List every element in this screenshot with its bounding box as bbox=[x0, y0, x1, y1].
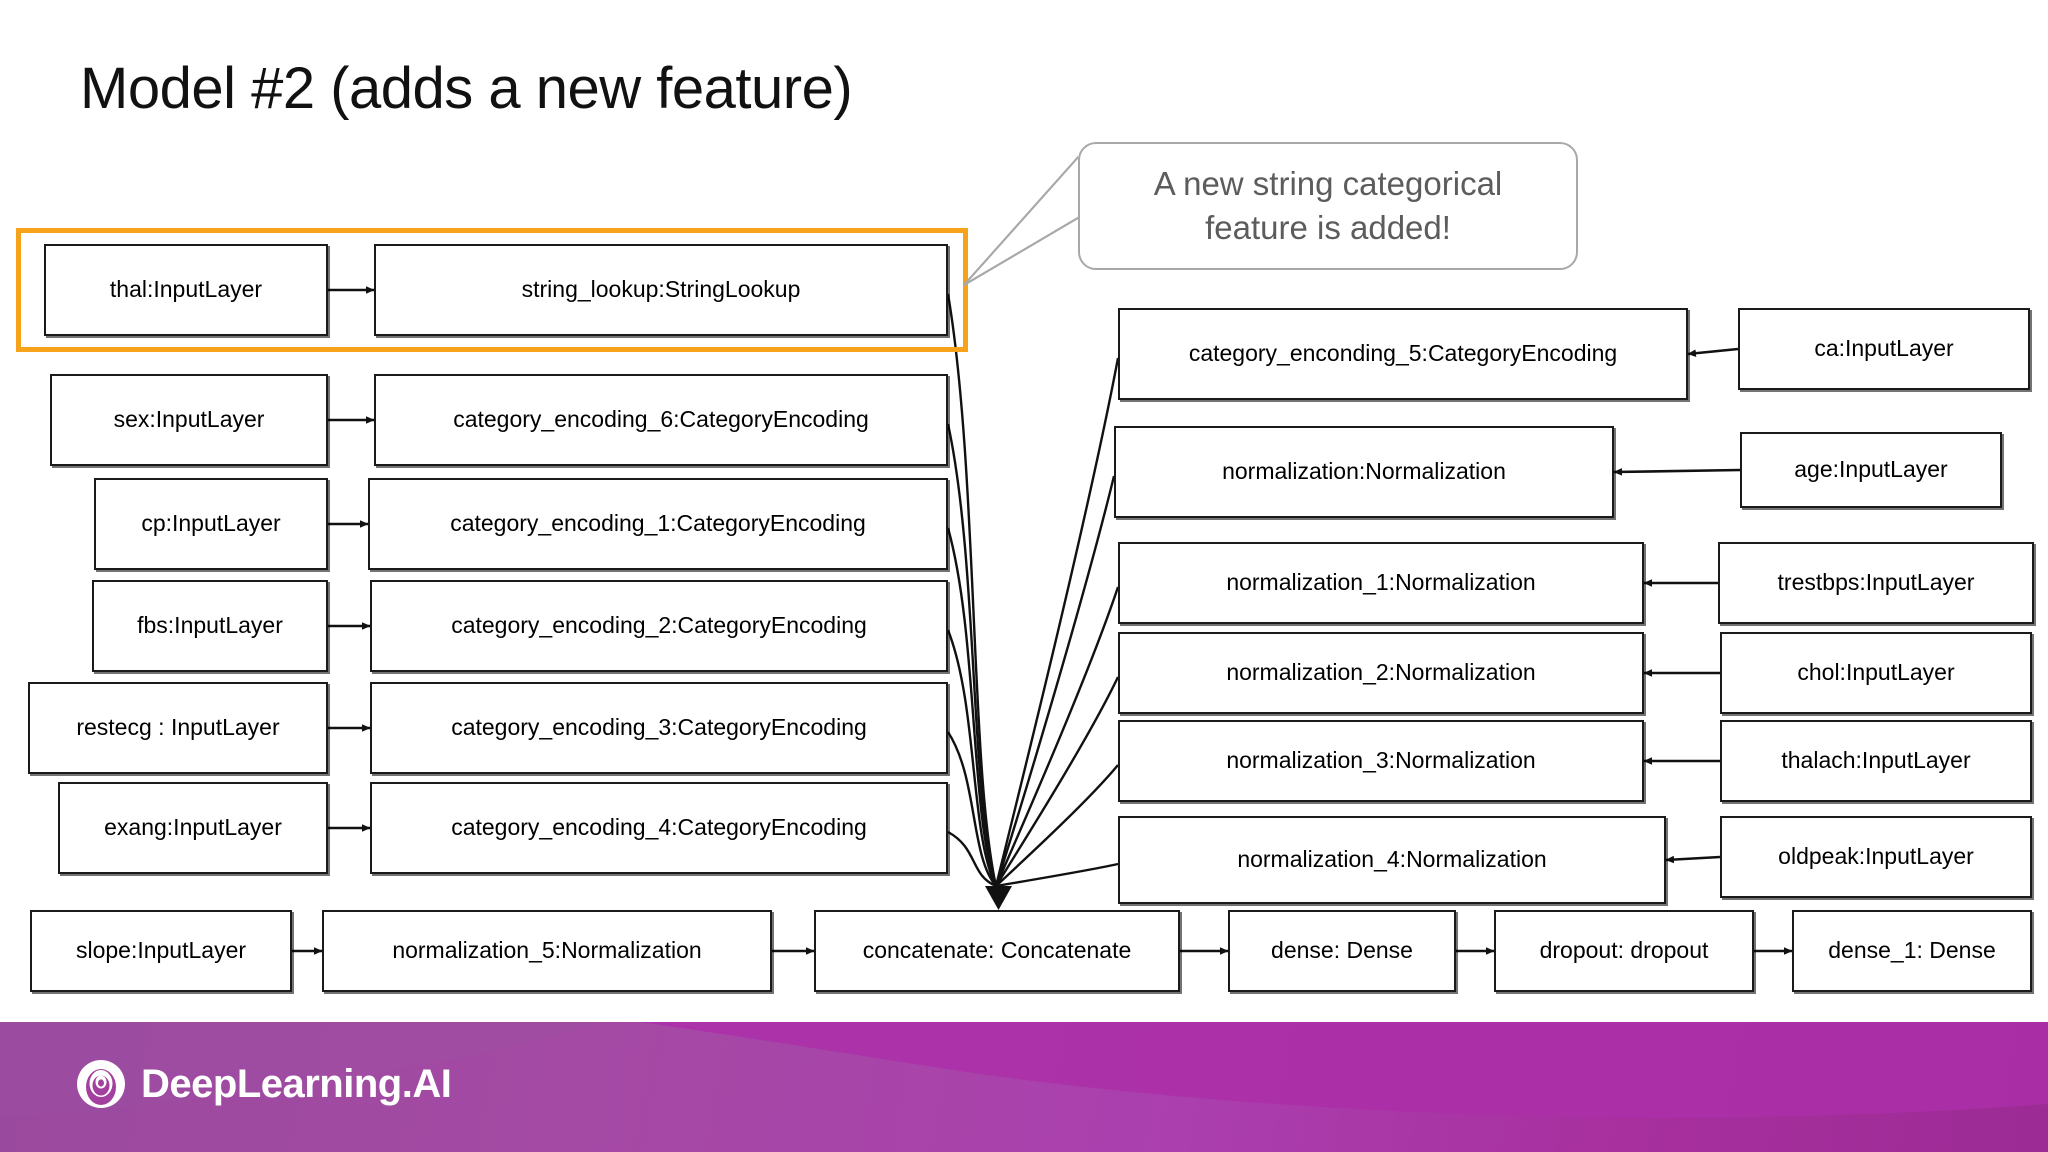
graph-node-label: slope:InputLayer bbox=[75, 937, 247, 964]
graph-node-label: category_encoding_4:CategoryEncoding bbox=[451, 814, 867, 841]
graph-node-cat-enc-5[interactable]: category_enconding_5:CategoryEncoding bbox=[1118, 308, 1688, 400]
graph-node-cat-enc-4[interactable]: category_encoding_4:CategoryEncoding bbox=[370, 782, 948, 874]
new-feature-highlight bbox=[16, 228, 968, 352]
edge-age_input-to-normalization bbox=[1613, 468, 1741, 476]
graph-node-thalach-input[interactable]: thalach:InputLayer bbox=[1720, 720, 2032, 802]
graph-node-label: sex:InputLayer bbox=[113, 406, 265, 433]
edge-normalization_3-to-concatenate bbox=[995, 764, 1119, 887]
graph-node-label: normalization_5:Normalization bbox=[392, 937, 702, 964]
graph-node-cat-enc-3[interactable]: category_encoding_3:CategoryEncoding bbox=[370, 682, 948, 774]
edge-normalization-to-concatenate bbox=[994, 475, 1116, 887]
spiral-logo-icon bbox=[77, 1060, 125, 1108]
edge-cat_enc_2-to-concatenate bbox=[946, 629, 998, 887]
graph-node-cat-enc-6[interactable]: category_encoding_6:CategoryEncoding bbox=[374, 374, 948, 466]
graph-node-cp-input[interactable]: cp:InputLayer bbox=[94, 478, 328, 570]
edge-cat_enc_6-to-concatenate bbox=[946, 423, 998, 887]
graph-node-slope-input[interactable]: slope:InputLayer bbox=[30, 910, 292, 992]
graph-node-label: ca:InputLayer bbox=[1814, 335, 1954, 362]
edge-normalization_2-to-concatenate bbox=[994, 676, 1120, 887]
graph-node-fbs-input[interactable]: fbs:InputLayer bbox=[92, 580, 328, 672]
graph-node-label: dense: Dense bbox=[1271, 937, 1413, 964]
graph-node-trestbps-input[interactable]: trestbps:InputLayer bbox=[1718, 542, 2034, 624]
graph-node-cat-enc-2[interactable]: category_encoding_2:CategoryEncoding bbox=[370, 580, 948, 672]
graph-node-normalization-2[interactable]: normalization_2:Normalization bbox=[1118, 632, 1644, 714]
edge-cat_enc_3-to-concatenate bbox=[946, 731, 997, 887]
graph-node-label: chol:InputLayer bbox=[1797, 659, 1955, 686]
graph-node-label: cp:InputLayer bbox=[141, 510, 281, 537]
graph-node-label: normalization_2:Normalization bbox=[1226, 659, 1536, 686]
graph-node-label: restecg : InputLayer bbox=[76, 714, 280, 741]
graph-node-sex-input[interactable]: sex:InputLayer bbox=[50, 374, 328, 466]
graph-node-label: string_lookup:StringLookup bbox=[521, 276, 801, 303]
graph-node-label: normalization_3:Normalization bbox=[1226, 747, 1536, 774]
edge-cat_enc_5-to-concatenate bbox=[994, 357, 1120, 887]
graph-node-oldpeak-input[interactable]: oldpeak:InputLayer bbox=[1720, 816, 2032, 898]
graph-node-dropout[interactable]: dropout: dropout bbox=[1494, 910, 1754, 992]
graph-node-label: category_encoding_6:CategoryEncoding bbox=[453, 406, 869, 433]
edge-cat_enc_4-to-concatenate bbox=[947, 830, 997, 888]
graph-node-label: category_encoding_2:CategoryEncoding bbox=[451, 612, 867, 639]
edge-oldpeak_input-to-normalization_4 bbox=[1665, 855, 1721, 864]
graph-node-dense-1[interactable]: dense_1: Dense bbox=[1792, 910, 2032, 992]
graph-node-normalization-5[interactable]: normalization_5:Normalization bbox=[322, 910, 772, 992]
graph-node-label: thalach:InputLayer bbox=[1781, 747, 1971, 774]
graph-node-ca-input[interactable]: ca:InputLayer bbox=[1738, 308, 2030, 390]
graph-node-label: dense_1: Dense bbox=[1828, 937, 1996, 964]
model-graph: thal:InputLayer string_lookup:StringLooku… bbox=[16, 142, 2034, 992]
graph-node-label: normalization:Normalization bbox=[1222, 458, 1506, 485]
graph-node-label: category_encoding_1:CategoryEncoding bbox=[450, 510, 866, 537]
graph-node-cat-enc-1[interactable]: category_encoding_1:CategoryEncoding bbox=[368, 478, 948, 570]
graph-node-label: trestbps:InputLayer bbox=[1777, 569, 1975, 596]
graph-node-thal-input[interactable]: thal:InputLayer bbox=[44, 244, 328, 336]
graph-node-label: exang:InputLayer bbox=[104, 814, 282, 841]
graph-node-restecg-input[interactable]: restecg : InputLayer bbox=[28, 682, 328, 774]
edge-normalization_4-to-concatenate bbox=[995, 862, 1119, 888]
graph-node-concatenate[interactable]: concatenate: Concatenate bbox=[814, 910, 1180, 992]
graph-node-normalization-4[interactable]: normalization_4:Normalization bbox=[1118, 816, 1666, 904]
graph-node-normalization[interactable]: normalization:Normalization bbox=[1114, 426, 1614, 518]
callout-text: A new string categorical feature is adde… bbox=[1153, 165, 1503, 246]
graph-node-normalization-1[interactable]: normalization_1:Normalization bbox=[1118, 542, 1644, 624]
page-title: Model #2 (adds a new feature) bbox=[80, 56, 853, 121]
edge-string_lookup-to-concatenate bbox=[946, 293, 998, 887]
edge-ca_input-to-cat_enc_5 bbox=[1687, 347, 1739, 357]
graph-node-label: age:InputLayer bbox=[1794, 456, 1948, 483]
brand-lockup: DeepLearning.AI bbox=[75, 1058, 452, 1110]
graph-node-label: normalization_1:Normalization bbox=[1226, 569, 1536, 596]
edge-normalization_1-to-concatenate bbox=[994, 586, 1120, 887]
graph-node-label: concatenate: Concatenate bbox=[862, 937, 1132, 964]
brand-name: DeepLearning.AI bbox=[141, 1061, 452, 1106]
footer-swoosh-shape bbox=[0, 1022, 2048, 1118]
graph-node-label: category_encoding_3:CategoryEncoding bbox=[451, 714, 867, 741]
graph-node-label: dropout: dropout bbox=[1539, 937, 1709, 964]
graph-node-label: thal:InputLayer bbox=[109, 276, 263, 303]
curved-edge-group bbox=[946, 293, 1120, 888]
graph-node-normalization-3[interactable]: normalization_3:Normalization bbox=[1118, 720, 1644, 802]
graph-node-age-input[interactable]: age:InputLayer bbox=[1740, 432, 2002, 508]
graph-node-label: fbs:InputLayer bbox=[137, 612, 283, 639]
callout-bubble: A new string categorical feature is adde… bbox=[1078, 142, 1578, 270]
graph-node-label: category_enconding_5:CategoryEncoding bbox=[1188, 340, 1618, 367]
footer-bar: DeepLearning.AI bbox=[0, 1022, 2048, 1152]
edge-cat_enc_1-to-concatenate bbox=[946, 527, 998, 887]
graph-node-string-lookup[interactable]: string_lookup:StringLookup bbox=[374, 244, 948, 336]
graph-node-dense[interactable]: dense: Dense bbox=[1228, 910, 1456, 992]
graph-node-label: oldpeak:InputLayer bbox=[1778, 843, 1974, 870]
graph-node-chol-input[interactable]: chol:InputLayer bbox=[1720, 632, 2032, 714]
graph-node-exang-input[interactable]: exang:InputLayer bbox=[58, 782, 328, 874]
callout-tail-icon bbox=[963, 143, 1090, 286]
graph-node-label: normalization_4:Normalization bbox=[1237, 846, 1547, 873]
funnel-arrowhead bbox=[985, 886, 1012, 910]
